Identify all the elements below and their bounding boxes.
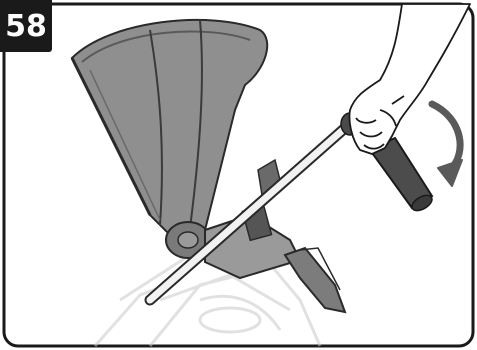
- hand-icon: [349, 4, 470, 154]
- step-number-badge: 58: [0, 0, 52, 52]
- rotate-arrow-icon: [432, 104, 462, 186]
